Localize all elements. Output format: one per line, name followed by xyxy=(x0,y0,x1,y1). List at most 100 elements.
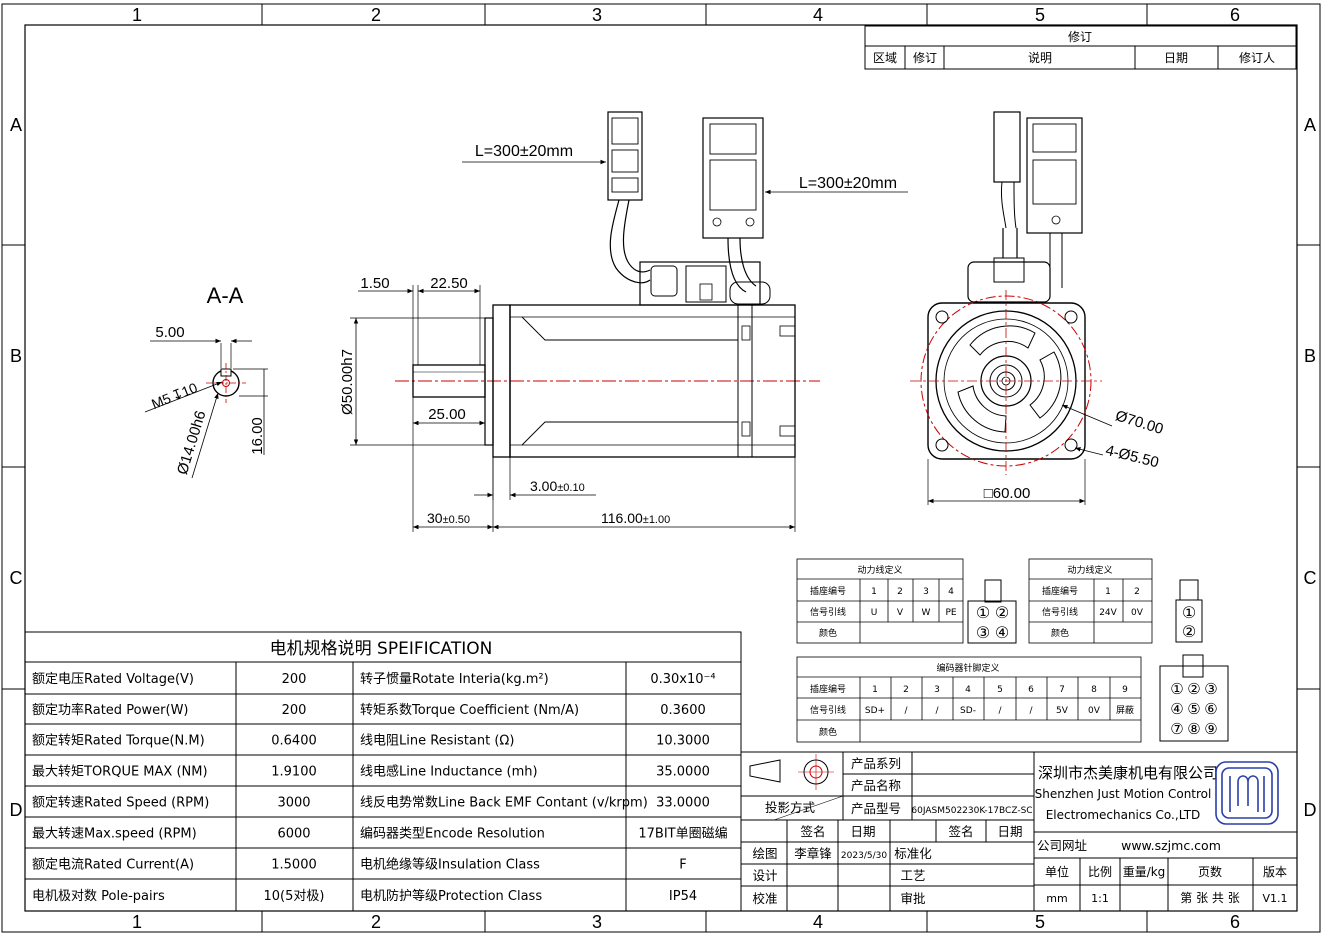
company-name-en: Electromechanics Co.,LTD xyxy=(1046,808,1201,822)
col-marker: 5 xyxy=(1035,912,1045,932)
spec-value: IP54 xyxy=(669,889,697,904)
svg-text:0V: 0V xyxy=(1088,706,1101,716)
company-name-en: Shenzhen Just Motion Control xyxy=(1035,787,1212,801)
svg-text:2: 2 xyxy=(903,685,909,695)
website: www.szjmc.com xyxy=(1121,838,1221,853)
svg-text:0V: 0V xyxy=(1131,608,1144,618)
svg-text:签名: 签名 xyxy=(948,824,973,839)
revision-header: 修订 xyxy=(913,50,937,65)
company-name-cn: 深圳市杰美康机电有限公司 xyxy=(1038,764,1218,782)
svg-text:4: 4 xyxy=(965,685,971,695)
shaft-len-a-dim: 22.50 xyxy=(430,275,468,292)
svg-text:信号引线: 信号引线 xyxy=(810,704,846,716)
svg-text:1:1: 1:1 xyxy=(1091,892,1109,905)
svg-text:产品型号: 产品型号 xyxy=(851,801,901,816)
svg-text:3: 3 xyxy=(934,685,940,695)
spec-label: 最大转速Max.speed (RPM) xyxy=(32,827,197,842)
svg-text:版本: 版本 xyxy=(1263,865,1287,879)
svg-text:第 张 共 张: 第 张 共 张 xyxy=(1180,891,1239,905)
svg-text:/: / xyxy=(998,706,1002,716)
spec-value: 0.3600 xyxy=(660,703,706,718)
svg-text:标准化: 标准化 xyxy=(894,846,932,861)
col-marker: 6 xyxy=(1230,5,1240,25)
spec-value: 6000 xyxy=(277,827,310,842)
model-number: 60JASM502230K-17BCZ-SC xyxy=(911,806,1032,816)
svg-text:颜色: 颜色 xyxy=(1051,627,1069,639)
title-block: 投影方式 产品系列 产品名称 产品型号 60JASM502230K-17BCZ-… xyxy=(740,751,1298,912)
svg-text:插座编号: 插座编号 xyxy=(810,683,846,695)
row-marker: C xyxy=(1304,568,1317,588)
spec-label: 额定转矩Rated Torque(N.M) xyxy=(32,734,205,749)
spec-value: 3000 xyxy=(277,796,310,811)
spec-label: 额定电压Rated Voltage(V) xyxy=(32,672,194,687)
spec-label: 线电感Line Inductance (mh) xyxy=(360,764,538,780)
col-marker: 2 xyxy=(371,5,381,25)
side-view: L=300±20mm L=300±20mm 1.50 22.50 25.00 Ø… xyxy=(339,111,908,532)
connector-9pin-icon: ① ② ③ ④ ⑤ ⑥ ⑦ ⑧ ⑨ xyxy=(1159,654,1229,742)
spec-value: F xyxy=(679,858,686,873)
svg-text:1: 1 xyxy=(872,685,878,695)
spec-label: 线电阻Line Resistant (Ω) xyxy=(360,734,514,749)
svg-text:校准: 校准 xyxy=(752,891,777,906)
svg-text:2: 2 xyxy=(897,587,903,597)
table-title: 动力线定义 xyxy=(857,564,902,576)
spec-value: 10.3000 xyxy=(656,734,710,749)
svg-text:PE: PE xyxy=(945,608,956,618)
svg-text:⑦: ⑦ xyxy=(1170,720,1183,738)
spec-table: 电机规格说明 SPEIFICATION 额定电压Rated Voltage(V)… xyxy=(24,631,742,912)
projection-label: 投影方式 xyxy=(765,800,816,815)
svg-text:SD+: SD+ xyxy=(865,706,885,716)
pcd-dim: Ø70.00 xyxy=(1113,407,1165,438)
svg-text:②: ② xyxy=(995,603,1009,622)
row-marker: B xyxy=(10,346,22,366)
section-a-a-view: A-A 5.00 16.00 M5 ↧ 10 Ø14.00h6 xyxy=(144,283,268,479)
spec-value: 33.0000 xyxy=(656,796,710,811)
svg-text:/: / xyxy=(935,706,939,716)
svg-text:④: ④ xyxy=(1170,700,1183,718)
col-marker: 1 xyxy=(132,5,142,25)
col-marker: 4 xyxy=(813,912,823,932)
svg-text:1: 1 xyxy=(871,587,877,597)
svg-text:审批: 审批 xyxy=(900,891,925,906)
svg-text:页数: 页数 xyxy=(1198,864,1222,879)
col-marker: 5 xyxy=(1035,5,1045,25)
svg-text:9: 9 xyxy=(1122,685,1128,695)
table-title: 编码器针脚定义 xyxy=(936,662,999,674)
svg-text:3: 3 xyxy=(923,587,929,597)
holes-dim: 4-Ø5.50 xyxy=(1104,442,1161,472)
thread-dim: M5 xyxy=(149,390,173,412)
svg-text:24V: 24V xyxy=(1099,608,1117,618)
svg-text:①: ① xyxy=(1170,680,1183,698)
projection-symbol-icon xyxy=(749,754,834,790)
spec-label: 额定电流Rated Current(A) xyxy=(32,858,194,873)
svg-text:/: / xyxy=(1029,706,1033,716)
flange-thk-dim: 3.00±0.10 xyxy=(530,478,585,494)
spec-value: 17BIT单圈磁编 xyxy=(638,827,727,842)
power-cable-length: L=300±20mm xyxy=(475,143,573,160)
spec-value: 200 xyxy=(282,703,307,718)
svg-text:V1.1: V1.1 xyxy=(1262,892,1287,905)
svg-text:⑧: ⑧ xyxy=(1187,720,1200,738)
revision-table: 修订 区域 修订 说明 日期 修订人 xyxy=(864,25,1297,70)
table-title: 动力线定义 xyxy=(1067,564,1112,576)
row-marker: A xyxy=(1304,115,1316,135)
depth-symbol: ↧ xyxy=(169,385,186,404)
encoder-cable-length: L=300±20mm xyxy=(799,175,897,192)
svg-text:公司网址: 公司网址 xyxy=(1037,838,1088,853)
svg-text:③: ③ xyxy=(976,623,990,642)
spec-value: 35.0000 xyxy=(656,765,710,780)
svg-text:签名: 签名 xyxy=(800,824,825,839)
svg-text:工艺: 工艺 xyxy=(900,868,925,883)
connector-4pin-icon: ① ② ③ ④ xyxy=(967,579,1017,644)
spec-label: 电机极对数 Pole-pairs xyxy=(32,889,165,904)
company-logo-icon xyxy=(1215,761,1279,825)
power-line-table-1: 动力线定义 插座编号 1 2 3 4 信号引线 U V W PE 颜色 ① ② … xyxy=(796,558,1017,644)
svg-text:单位: 单位 xyxy=(1045,864,1069,879)
spec-value: 10(5对极) xyxy=(264,889,325,904)
col-marker: 1 xyxy=(132,912,142,932)
key-width-dim: 5.00 xyxy=(155,324,184,341)
svg-text:李章锋: 李章锋 xyxy=(794,846,832,861)
spec-value: 200 xyxy=(282,672,307,687)
col-marker: 3 xyxy=(592,912,602,932)
svg-text:插座编号: 插座编号 xyxy=(810,585,846,597)
